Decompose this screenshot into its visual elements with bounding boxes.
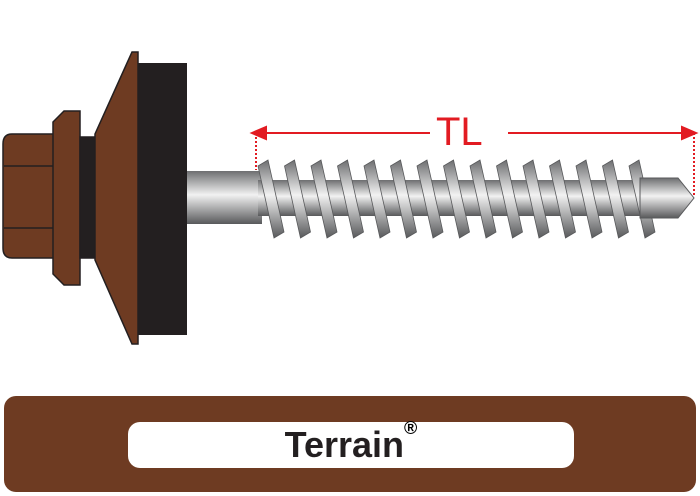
thread-flight	[310, 159, 338, 239]
dimension-line	[249, 125, 699, 195]
screw-head	[2, 51, 139, 345]
thread-flight	[469, 159, 497, 239]
thread-flight	[549, 159, 576, 239]
thread-flight	[496, 159, 523, 239]
thread-flight	[575, 159, 603, 239]
screw-illustration	[2, 51, 699, 345]
epdm-washer	[138, 63, 187, 335]
thread-flight	[284, 159, 311, 239]
drill-point	[639, 177, 695, 219]
screw-thread	[257, 159, 656, 239]
thread-flight	[257, 159, 285, 239]
trademark-symbol: ®	[404, 418, 418, 438]
thread-flight	[416, 159, 444, 239]
dimension-label: TL	[436, 110, 483, 154]
thread-flight	[602, 159, 629, 239]
product-name-pill: Terrain®	[128, 418, 574, 468]
product-name: Terrain	[284, 424, 405, 465]
thread-flight	[443, 159, 470, 239]
product-banner: Terrain®	[4, 396, 696, 492]
thread-flight	[390, 159, 417, 239]
thread-flight	[522, 159, 550, 239]
screw-shank	[187, 171, 262, 224]
thread-flight	[363, 159, 391, 239]
thread-flight	[337, 159, 364, 239]
